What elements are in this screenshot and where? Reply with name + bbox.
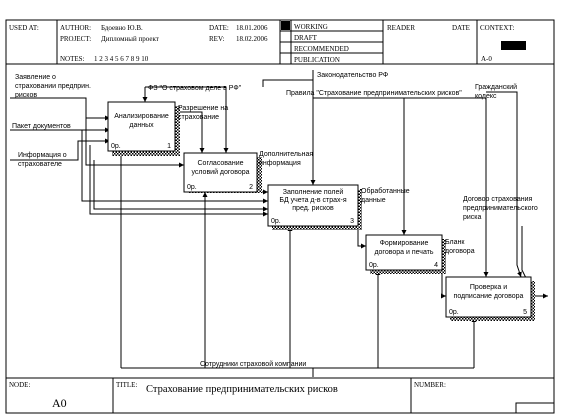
diagram-title: Страхование предпринимательских рисков	[146, 384, 338, 395]
box-3-cost: 0р.	[271, 218, 281, 225]
box-4-label-2: договора и печать	[374, 249, 433, 256]
box-3-label-1: Заполнение полей	[283, 188, 344, 196]
arrow-civil-code	[486, 91, 522, 278]
activity-box-1[interactable]: Анализирование данных 0р. 1	[107, 101, 180, 156]
activity-box-4[interactable]: Формирование договора и печать 0р. 4	[365, 234, 446, 274]
box-3-number: 3	[350, 218, 354, 225]
reader-date-label: DATE	[452, 24, 470, 32]
box-1-number: 1	[167, 143, 171, 150]
context-node: A-0	[481, 55, 492, 63]
label-permit-1: Разрешение на	[178, 105, 228, 112]
footer-frame	[5, 377, 555, 414]
box-3-label-3: пред. рисков	[292, 205, 334, 212]
node-label: NODE:	[9, 381, 30, 389]
box-5-label-1: Проверка и	[470, 284, 507, 291]
label-documents: Пакет документов	[12, 123, 71, 130]
project-label: PROJECT:	[60, 35, 91, 43]
rev-value: 18.02.2006	[236, 35, 268, 43]
label-contract-1: Договор страхования	[463, 196, 532, 203]
activity-box-3[interactable]: Заполнение полей БД учета д-в страх-я пр…	[267, 184, 362, 230]
label-application-1: Заявление о	[15, 74, 56, 81]
date-label: DATE:	[209, 24, 229, 32]
arrow-application-to-box2	[85, 118, 184, 168]
box-5-number: 5	[523, 309, 527, 316]
used-at-label: USED AT:	[9, 24, 39, 32]
box-3-label-2: БД учета д-в страх-я	[279, 197, 346, 204]
activity-box-2[interactable]: Согласование условий договора 0р. 2	[183, 152, 262, 193]
box-1-label-1: Анализирование	[114, 113, 169, 120]
box-2-label-1: Согласование	[198, 160, 244, 167]
label-add-info-2: информация	[259, 160, 301, 167]
label-contract-2: предпринимательского	[463, 205, 538, 212]
label-contract-3: риска	[463, 214, 482, 221]
arrow-labels: Заявление о страховании предприн. рисков…	[12, 72, 538, 368]
label-rules: Правила "Страхование предпринимательских…	[286, 90, 462, 97]
working-status-mark	[281, 21, 290, 30]
arrow-law-trunk	[262, 79, 313, 87]
arrow-permit	[175, 111, 205, 153]
box-2-cost: 0р.	[187, 184, 197, 191]
label-client-info-2: страхователе	[18, 161, 62, 168]
label-staff: Сотрудники страховой компании	[200, 360, 306, 368]
arrow-application	[10, 97, 110, 121]
box-4-label-1: Формирование	[380, 240, 429, 247]
arrow-info-to-box3	[93, 160, 268, 212]
author-label: AUTHOR:	[60, 24, 91, 32]
arrow-rules-box5	[404, 97, 489, 277]
rev-label: REV:	[209, 35, 224, 43]
label-processed-2: данные	[361, 197, 386, 204]
arrow-documents-to-box3	[81, 130, 268, 204]
title-label: TITLE:	[116, 381, 137, 389]
project-value: Дипломный проект	[101, 35, 159, 43]
box-5-label-2: подписание договора	[454, 293, 524, 300]
box-4-number: 4	[434, 262, 438, 269]
label-application-2: страховании предприн.	[15, 83, 91, 90]
box-4-cost: 0р.	[369, 262, 379, 269]
box-5-cost: 0р.	[449, 309, 459, 316]
label-fz: ФЗ "О страховом деле в РФ"	[148, 85, 242, 92]
notes-label: NOTES:	[60, 55, 85, 63]
status-recommended: RECOMMENDED	[294, 45, 349, 53]
status-working: WORKING	[294, 23, 328, 31]
number-label: NUMBER:	[414, 381, 446, 389]
arrows	[10, 70, 548, 377]
activity-box-5[interactable]: Проверка и подписание договора 0р. 5	[445, 276, 535, 321]
label-blank-2: договора	[445, 248, 475, 255]
label-add-info-1: Дополнительная	[259, 151, 313, 158]
context-label: CONTEXT:	[480, 24, 514, 32]
box-2-number: 2	[249, 184, 253, 191]
reader-label: READER	[387, 24, 415, 32]
author-value: Бдоевно Ю.В.	[101, 24, 143, 32]
status-publication: PUBLICATION	[294, 56, 340, 64]
label-blank-1: Бланк	[445, 239, 465, 246]
label-processed-1: Обработанные	[361, 187, 410, 195]
arrow-info-second-to-box3	[89, 145, 268, 217]
label-civil-code-1: Гражданский	[475, 83, 517, 91]
arrow-client-info	[10, 138, 110, 161]
label-law: Законодательство РФ	[317, 72, 388, 79]
status-draft: DRAFT	[294, 34, 318, 42]
label-civil-code-2: кодекс	[475, 93, 497, 100]
box-1-label-2: данных	[129, 122, 154, 129]
node-value: A0	[52, 396, 67, 410]
label-client-info-1: Информация о	[18, 152, 67, 159]
box-1-cost: 0р.	[111, 143, 121, 150]
box-2-label-2: условий договора	[191, 168, 249, 176]
label-permit-2: страхование	[178, 114, 219, 121]
context-thumbnail	[501, 41, 526, 50]
date-value: 18.01.2006	[236, 24, 268, 32]
label-application-3: рисков	[15, 92, 37, 99]
notes-value: 1 2 3 4 5 6 7 8 9 10	[94, 55, 149, 63]
